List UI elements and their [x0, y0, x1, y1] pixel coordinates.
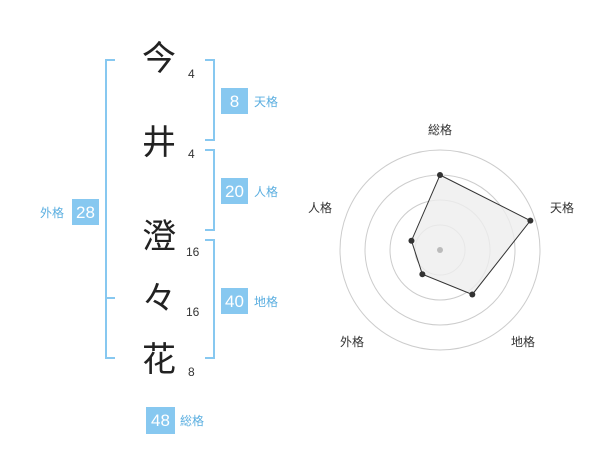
radar-point	[419, 271, 426, 278]
gaikaku-label: 外格	[40, 206, 65, 220]
radar-label-soukaku: 総格	[428, 123, 453, 137]
name-char-1: 今	[142, 39, 176, 79]
radar-label-gaikaku: 外格	[340, 335, 365, 349]
radar-label-tenkaku: 天格	[550, 201, 575, 215]
name-char-5: 花	[142, 340, 176, 380]
name-char-2: 井	[142, 123, 176, 163]
stroke-count-1: 4	[188, 67, 195, 81]
tenkaku-label: 天格	[254, 95, 279, 109]
gaikaku-bracket	[105, 59, 115, 359]
chikaku-value: 40	[221, 288, 248, 314]
radar-point	[527, 217, 534, 224]
jinkaku-bracket	[205, 149, 215, 231]
radar-grid-ring	[339, 149, 541, 351]
jinkaku-label: 人格	[254, 185, 279, 199]
gaikaku-value: 28	[72, 199, 99, 225]
tenkaku-value: 8	[221, 88, 248, 114]
radar-point	[437, 172, 443, 178]
name-char-3: 澄	[142, 217, 176, 257]
jinkaku-value: 20	[221, 178, 248, 204]
chikaku-bracket	[205, 239, 215, 359]
stroke-count-3: 16	[186, 245, 200, 259]
name-char-4: 々	[142, 279, 176, 319]
radar-label-chikaku: 地格	[511, 335, 536, 349]
radar-center	[437, 247, 443, 253]
tenkaku-bracket	[205, 59, 215, 141]
chikaku-label: 地格	[254, 295, 279, 309]
stroke-count-4: 16	[186, 305, 200, 319]
soukaku-label: 総格	[180, 414, 205, 428]
stroke-count-5: 8	[188, 365, 195, 379]
radar-point	[469, 291, 476, 298]
radar-polygon	[410, 174, 532, 296]
radar-point	[408, 237, 415, 244]
radar-label-jinkaku: 人格	[308, 201, 333, 215]
soukaku-value: 48	[146, 407, 175, 434]
stroke-count-2: 4	[188, 147, 195, 161]
